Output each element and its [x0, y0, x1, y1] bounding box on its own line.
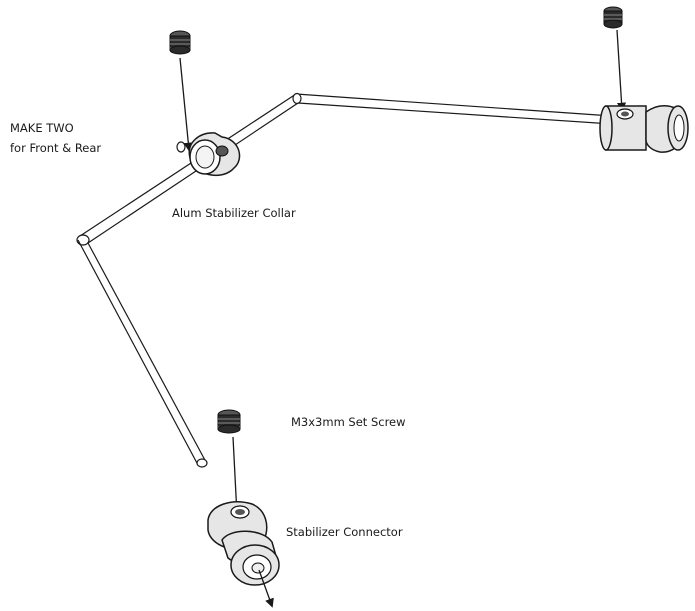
collar-label: Alum Stabilizer Collar	[172, 206, 296, 220]
stabilizer-bar-icon	[76, 92, 613, 468]
arrow-screw-to-connector-right	[616, 29, 627, 112]
arrow-screw-to-collar	[179, 57, 193, 152]
front-rear-label: for Front & Rear	[10, 141, 101, 155]
connector-label: Stabilizer Connector	[286, 525, 403, 539]
set-screw-icon	[217, 409, 241, 434]
arrow-connector-out	[258, 569, 274, 608]
stabilizer-collar-icon	[188, 132, 241, 177]
set-screw-icon	[603, 6, 623, 29]
stabilizer-connector-icon	[599, 105, 689, 153]
stabilizer-connector-icon	[207, 501, 280, 586]
make-two-label: MAKE TWO	[10, 121, 74, 135]
set-screw-label: M3x3mm Set Screw	[291, 415, 406, 429]
set-screw-icon	[169, 30, 191, 55]
